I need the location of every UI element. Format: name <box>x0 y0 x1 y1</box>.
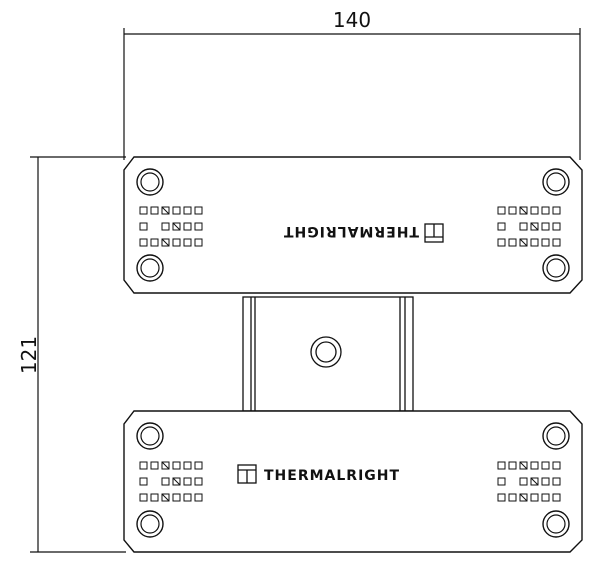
mounting-hole-inner <box>546 514 566 534</box>
vent-square <box>150 493 159 502</box>
vent-square <box>508 461 517 470</box>
vent-square <box>497 477 506 486</box>
vent-square <box>530 238 539 247</box>
vent-square-mark <box>172 477 181 486</box>
vent-square-mark <box>161 493 170 502</box>
vent-square <box>552 477 561 486</box>
mounting-hole-inner <box>546 258 566 278</box>
vent-square <box>552 222 561 231</box>
mounting-hole-inner <box>546 426 566 446</box>
vent-square-mark <box>519 206 528 215</box>
vent-square-mark <box>519 493 528 502</box>
vent-square <box>194 461 203 470</box>
vent-square <box>530 493 539 502</box>
vent-square <box>541 461 550 470</box>
vent-square <box>541 206 550 215</box>
vent-square <box>519 477 528 486</box>
top-plate-pattern-left <box>139 206 203 247</box>
vent-square <box>541 222 550 231</box>
vent-square <box>194 493 203 502</box>
vent-square <box>497 493 506 502</box>
top-plate: THERMALRIGHT <box>123 156 583 294</box>
top-plate-outline <box>123 156 583 294</box>
bottom-plate-holes <box>136 422 570 538</box>
top-plate-pattern-right <box>497 206 561 247</box>
mounting-hole-inner <box>140 426 160 446</box>
bottom-plate-brand: THERMALRIGHT <box>237 464 400 484</box>
vent-square <box>508 238 517 247</box>
vent-square <box>541 477 550 486</box>
vent-square <box>172 461 181 470</box>
vent-square-mark <box>161 206 170 215</box>
mounting-hole-inner <box>140 172 160 192</box>
top-plate-brand: THERMALRIGHT <box>283 223 444 243</box>
width-dimension <box>123 28 581 160</box>
bridge-screw-inner <box>315 341 337 363</box>
vent-square <box>497 238 506 247</box>
vent-square <box>183 206 192 215</box>
top-brand-text: THERMALRIGHT <box>283 223 419 239</box>
vent-square <box>497 222 506 231</box>
vent-square <box>139 222 148 231</box>
vent-square <box>552 461 561 470</box>
bottom-plate: THERMALRIGHT <box>123 410 583 553</box>
vent-square <box>150 206 159 215</box>
mounting-hole-inner <box>140 258 160 278</box>
top-plate-holes <box>136 168 570 282</box>
vent-square <box>194 477 203 486</box>
vent-square <box>161 477 170 486</box>
vent-square-mark <box>161 238 170 247</box>
vent-square-mark <box>530 222 539 231</box>
mounting-hole-inner <box>140 514 160 534</box>
vent-square-mark <box>172 222 181 231</box>
vent-square <box>508 206 517 215</box>
mounting-hole-inner <box>546 172 566 192</box>
vent-square <box>194 238 203 247</box>
width-label: 140 <box>333 8 371 32</box>
vent-square <box>194 206 203 215</box>
vent-square <box>139 477 148 486</box>
vent-square <box>139 238 148 247</box>
vent-square <box>150 461 159 470</box>
vent-square <box>172 493 181 502</box>
vent-square-mark <box>519 461 528 470</box>
vent-square <box>508 493 517 502</box>
vent-square <box>183 493 192 502</box>
center-bridge <box>242 296 414 412</box>
vent-square <box>194 222 203 231</box>
height-dimension <box>30 156 126 553</box>
vent-square <box>552 238 561 247</box>
vent-square <box>161 222 170 231</box>
vent-square-mark <box>530 477 539 486</box>
vent-square <box>497 206 506 215</box>
vent-square <box>519 222 528 231</box>
vent-square <box>530 461 539 470</box>
height-label: 121 <box>17 336 41 374</box>
bottom-plate-pattern-right <box>497 461 561 502</box>
vent-square <box>541 238 550 247</box>
vent-square <box>150 238 159 247</box>
vent-square <box>183 477 192 486</box>
vent-square <box>172 238 181 247</box>
vent-square <box>530 206 539 215</box>
vent-square <box>497 461 506 470</box>
vent-square <box>183 222 192 231</box>
vent-square <box>552 206 561 215</box>
vent-square <box>183 238 192 247</box>
vent-square <box>172 206 181 215</box>
bottom-brand-text: THERMALRIGHT <box>264 468 400 484</box>
vent-square-mark <box>519 238 528 247</box>
vent-square <box>183 461 192 470</box>
vent-square <box>541 493 550 502</box>
vent-square <box>139 461 148 470</box>
vent-square <box>139 493 148 502</box>
vent-square <box>139 206 148 215</box>
vent-square <box>552 493 561 502</box>
bottom-plate-pattern-left <box>139 461 203 502</box>
vent-square-mark <box>161 461 170 470</box>
bottom-plate-outline <box>123 410 583 553</box>
